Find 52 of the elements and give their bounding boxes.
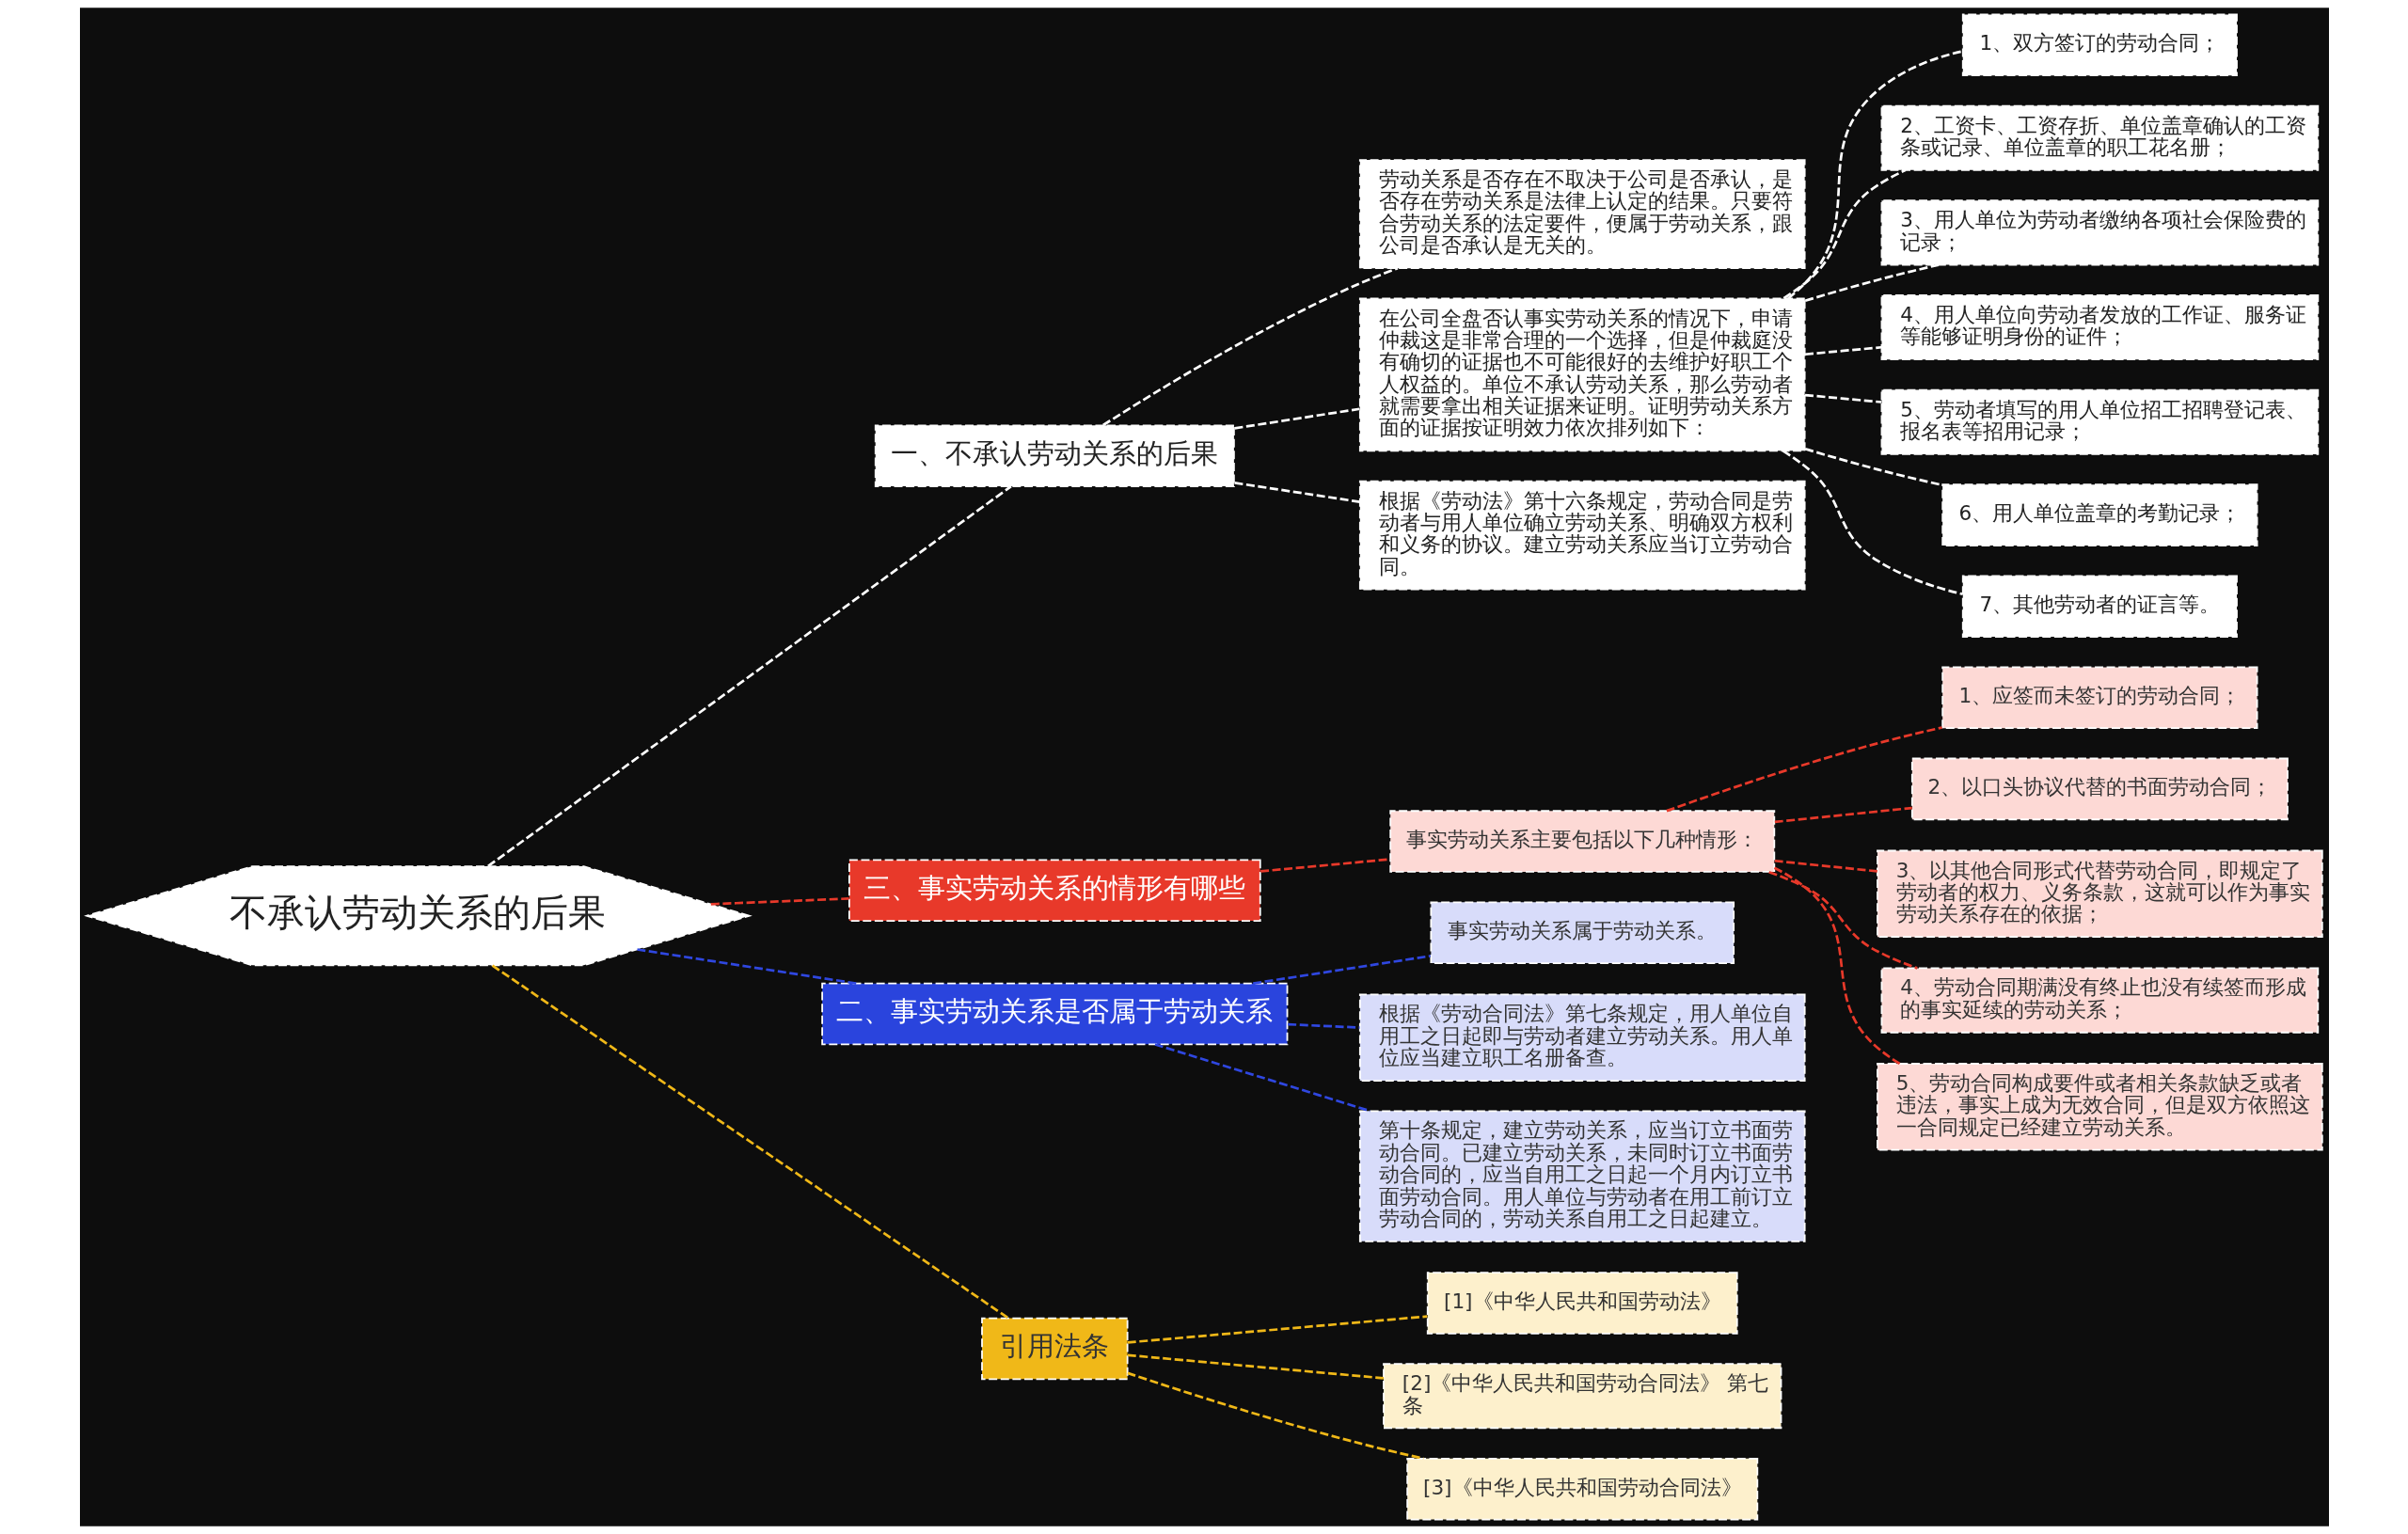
node-box: 5、劳动者填写的用人单位招工招聘登记表、报名表等招用记录； xyxy=(1880,388,2319,455)
connector xyxy=(1101,266,1398,427)
connector xyxy=(1665,726,1942,813)
connector xyxy=(1233,482,1360,503)
connector xyxy=(1804,447,1942,486)
node-box: 第十条规定，建立劳动关系，应当订立书面劳动合同。已建立劳动关系，未同时订立书面劳动合同的，应当自用工之日起一个月内订立书面劳动合同。用人单位与劳动者在用工前订立劳动合同的，劳动关系自用工之日起建立。 xyxy=(1358,1110,1806,1242)
node-box: 三、事实劳动关系的情形有哪些 xyxy=(848,859,1261,922)
connector xyxy=(1773,866,1900,1066)
node-box: 二、事实劳动关系是否属于劳动关系 xyxy=(820,982,1288,1046)
connector xyxy=(636,948,856,985)
node-box: 2、以口头协议代替的书面劳动合同； xyxy=(1910,757,2289,821)
node-box: 4、用人单位向劳动者发放的工作证、服务证等能够证明身份的证件； xyxy=(1880,294,2319,361)
connector xyxy=(1287,1022,1360,1029)
node-box: 在公司全盘否认事实劳动关系的情况下，申请仲裁这是非常合理的一个选择，但是仲裁庭没有确切的证据也不可能很好的去维护好职工个人权益的。单位不承认劳动关系，那么劳动者就需要拿出相关证据来证明。证明劳动关系方面的证据按证明效力依次排列如下： xyxy=(1358,297,1806,452)
connector xyxy=(491,964,1008,1320)
node-box: 劳动关系是否存在不取决于公司是否承认，是否存在劳动关系是法律上认定的结果。只要符合劳动关系的法定要件，便属于劳动关系，跟公司是否承认是无关的。 xyxy=(1358,159,1806,270)
node-box: 1、双方签订的劳动合同； xyxy=(1961,13,2238,77)
node-box: 6、用人单位盖章的考勤记录； xyxy=(1941,483,2258,546)
node-box: 根据《劳动法》第十六条规定，劳动合同是劳动者与用人单位确立劳动关系、明确双方权利和义务的协议。建立劳动关系应当订立劳动合同。 xyxy=(1358,480,1806,591)
connector xyxy=(1767,870,1918,970)
connector xyxy=(1782,450,1963,595)
connector xyxy=(1126,1371,1424,1461)
node-box: 一、不承认劳动关系的后果 xyxy=(874,424,1235,487)
connector xyxy=(1154,1043,1370,1113)
connector xyxy=(486,484,1012,867)
node-box: 4、劳动合同期满没有终止也没有续签而形成的事实延续的劳动关系； xyxy=(1880,967,2319,1034)
connector xyxy=(710,897,849,906)
connector xyxy=(1786,50,1963,300)
node-box: [1]《中华人民共和国劳动法》 xyxy=(1426,1272,1738,1335)
node-box: 3、以其他合同形式代替劳动合同，即规定了劳动者的权力、义务条款，这就可以作为事实劳动关系存在的依据； xyxy=(1876,849,2323,939)
connector xyxy=(1774,859,1877,873)
connector xyxy=(1804,345,1881,356)
connector xyxy=(1804,393,1881,403)
node-box: [3]《中华人民共和国劳动合同法》 xyxy=(1405,1457,1758,1521)
connector xyxy=(1127,1353,1384,1380)
node-box: 根据《劳动合同法》第七条规定，用人单位自用工之日起即与劳动者建立劳动关系。用人单位应当建立职工名册备查。 xyxy=(1358,993,1806,1082)
node-box: 1、应签而未签订的劳动合同； xyxy=(1941,666,2258,730)
connector xyxy=(1252,955,1431,985)
connector xyxy=(1782,168,1906,300)
connector xyxy=(1233,407,1360,430)
node-box: 引用法条 xyxy=(980,1317,1129,1381)
node-box: [2]《中华人民共和国劳动合同法》 第七条 xyxy=(1382,1363,1782,1430)
node-box: 事实劳动关系属于劳动关系。 xyxy=(1429,901,1735,964)
node-box: 事实劳动关系主要包括以下几种情形： xyxy=(1388,810,1775,873)
connector xyxy=(1259,858,1390,873)
node-box: 7、其他劳动者的证言等。 xyxy=(1961,575,2238,638)
connector xyxy=(1127,1315,1427,1344)
connector xyxy=(1774,806,1912,824)
node-box: 5、劳动合同构成要件或者相关条款缺乏或者违法，事实上成为无效合同，但是双方依照这一合同规定已经建立劳动关系。 xyxy=(1876,1063,2323,1151)
node-box: 2、工资卡、工资存折、单位盖章确认的工资条或记录、单位盖章的职工花名册； xyxy=(1880,104,2319,171)
connector xyxy=(1804,263,1939,302)
node-box: 3、用人单位为劳动者缴纳各项社会保险费的记录； xyxy=(1880,199,2319,266)
